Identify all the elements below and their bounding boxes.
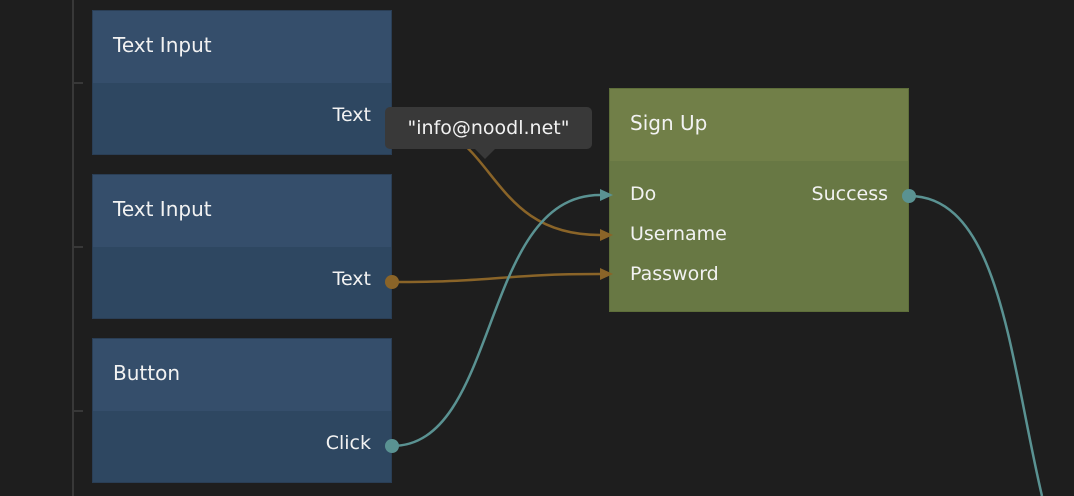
output-port-success[interactable]: Success: [811, 183, 888, 205]
output-port-click[interactable]: Click: [325, 432, 371, 454]
input-port-do[interactable]: Do: [630, 183, 657, 205]
port-dot: [385, 275, 399, 289]
output-port-text[interactable]: Text: [332, 268, 371, 290]
wire-click-do: [391, 193, 601, 448]
node-title: Text Input: [93, 175, 391, 247]
node-title: Text Input: [93, 11, 391, 83]
text-input-node-1[interactable]: Text Input Text: [92, 10, 392, 155]
port-dot: [385, 439, 399, 453]
value-tooltip: "info@noodl.net": [385, 107, 592, 159]
port-dot: [902, 189, 916, 203]
arrow-icon: [600, 268, 613, 280]
node-title: Button: [93, 339, 391, 411]
node-title: Sign Up: [610, 89, 908, 161]
wire-text-password: [391, 272, 601, 284]
hierarchy-tick: [72, 82, 83, 84]
hierarchy-line: [72, 0, 74, 496]
input-port-username[interactable]: Username: [630, 223, 727, 245]
input-port-password[interactable]: Password: [630, 263, 719, 285]
hierarchy-tick: [72, 410, 83, 412]
output-port-text[interactable]: Text: [332, 104, 371, 126]
arrow-icon: [600, 229, 613, 241]
wire-success: [908, 194, 1044, 496]
hierarchy-tick: [72, 246, 83, 248]
button-node[interactable]: Button Click: [92, 338, 392, 483]
text-input-node-2[interactable]: Text Input Text: [92, 174, 392, 319]
arrow-icon: [600, 189, 613, 201]
